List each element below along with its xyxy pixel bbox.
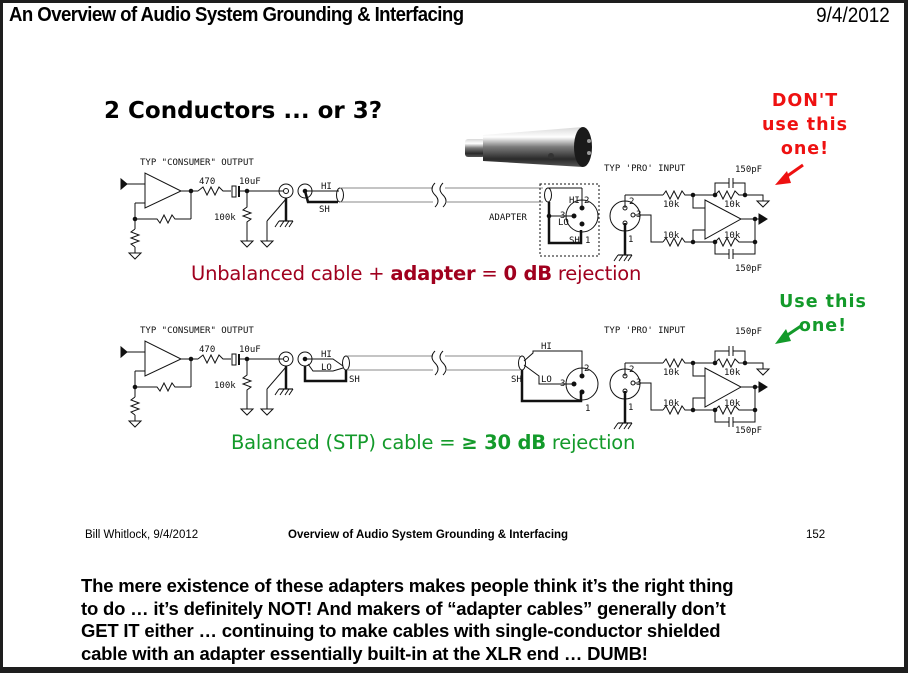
label-10uf: 10uF: [239, 177, 261, 187]
label-pin3: 3: [636, 210, 641, 220]
label-consumer-output: TYP "CONSUMER" OUTPUT: [140, 326, 254, 336]
label-10k: 10k: [663, 200, 680, 210]
label-pin2: 2: [584, 364, 589, 374]
diagram-unbalanced-labels: TYP "CONSUMER" OUTPUT 470 10uF 100k HI S…: [140, 158, 762, 274]
label-lo: LO: [558, 218, 569, 228]
caption-text: Balanced (STP) cable =: [231, 431, 462, 454]
label-10k: 10k: [663, 368, 680, 378]
callout-line: Use this: [779, 292, 867, 312]
label-lo: LO: [541, 375, 552, 385]
label-150pf: 150pF: [735, 327, 762, 337]
caption-text: =: [475, 262, 504, 285]
notes-line: GET IT either … continuing to make cable…: [81, 620, 721, 641]
label-pin3: 3: [636, 378, 641, 388]
header-date: 9/4/2012: [816, 4, 890, 27]
label-pin1: 1: [585, 404, 590, 414]
label-10uf: 10uF: [239, 345, 261, 355]
label-sh: SH: [569, 236, 580, 246]
label-10k: 10k: [724, 368, 741, 378]
label-pin2: 2: [629, 197, 634, 207]
label-hi: HI: [321, 182, 332, 192]
diagram-unbalanced: [120, 163, 804, 262]
footer-page-number: 152: [806, 529, 826, 541]
slide-page: An Overview of Audio System Grounding & …: [3, 3, 904, 667]
label-150pf: 150pF: [735, 426, 762, 436]
label-150pf: 150pF: [735, 165, 762, 175]
label-pin1: 1: [585, 236, 590, 246]
callout-line: one!: [780, 139, 830, 159]
label-adapter: ADAPTER: [489, 213, 528, 223]
label-470: 470: [199, 345, 215, 355]
adapter-photo: [465, 127, 592, 167]
footer-deck-title: Overview of Audio System Grounding & Int…: [288, 529, 569, 541]
callout-line: one!: [798, 316, 848, 336]
label-sh: SH: [511, 375, 522, 385]
label-150pf: 150pF: [735, 264, 762, 274]
label-hi: HI: [569, 196, 580, 206]
dont-use-callout: DON'T use this one!: [755, 89, 855, 161]
slide-title: 2 Conductors ... or 3?: [104, 98, 383, 124]
label-pro-input: TYP 'PRO' INPUT: [604, 164, 686, 174]
label-pin3: 3: [560, 211, 565, 221]
notes-line: to do … it’s definitely NOT! And makers …: [81, 597, 726, 619]
label-10k: 10k: [724, 200, 741, 210]
label-pin1: 1: [628, 235, 633, 245]
caption-text: rejection: [551, 262, 642, 285]
footer-author-date: Bill Whitlock, 9/4/2012: [85, 529, 199, 541]
label-100k: 100k: [214, 381, 236, 391]
callout-line: DON'T: [771, 91, 839, 111]
notes-line: The mere existence of these adapters mak…: [81, 575, 734, 596]
diagram-balanced: [120, 324, 802, 430]
label-pro-input: TYP 'PRO' INPUT: [604, 326, 686, 336]
label-470: 470: [199, 177, 215, 187]
balanced-caption: Balanced (STP) cable = ≥ 30 dB rejection: [231, 431, 635, 454]
caption-bold: ≥ 30 dB: [461, 431, 546, 454]
header-title: An Overview of Audio System Grounding & …: [9, 4, 464, 26]
label-pin2: 2: [584, 196, 589, 206]
caption-text: rejection: [545, 431, 636, 454]
callout-line: use this: [761, 115, 849, 135]
label-lo: LO: [321, 363, 332, 373]
caption-text: Unbalanced cable +: [191, 262, 391, 285]
label-pin3: 3: [560, 379, 565, 389]
label-sh: SH: [349, 375, 360, 385]
label-10k: 10k: [724, 231, 741, 241]
label-10k: 10k: [724, 399, 741, 409]
label-pin1: 1: [628, 403, 633, 413]
schematic-diagrams: TYP "CONSUMER" OUTPUT 470 10uF 100k HI S…: [120, 127, 804, 436]
label-pin2: 2: [629, 365, 634, 375]
label-hi: HI: [321, 350, 332, 360]
label-10k: 10k: [663, 399, 680, 409]
unbalanced-caption: Unbalanced cable + adapter = 0 dB reject…: [191, 262, 641, 285]
label-100k: 100k: [214, 213, 236, 223]
speaker-notes: The mere existence of these adapters mak…: [81, 575, 881, 665]
use-this-callout: Use this one!: [775, 290, 871, 338]
caption-bold: adapter: [390, 262, 476, 285]
notes-line: cable with an adapter essentially built-…: [81, 642, 648, 664]
caption-bold: 0 dB: [503, 262, 553, 285]
label-consumer-output: TYP "CONSUMER" OUTPUT: [140, 158, 254, 168]
label-10k: 10k: [663, 231, 680, 241]
diagram-balanced-labels: TYP "CONSUMER" OUTPUT 470 10uF 100k HI L…: [140, 326, 762, 436]
label-hi: HI: [541, 342, 552, 352]
label-sh: SH: [319, 205, 330, 215]
